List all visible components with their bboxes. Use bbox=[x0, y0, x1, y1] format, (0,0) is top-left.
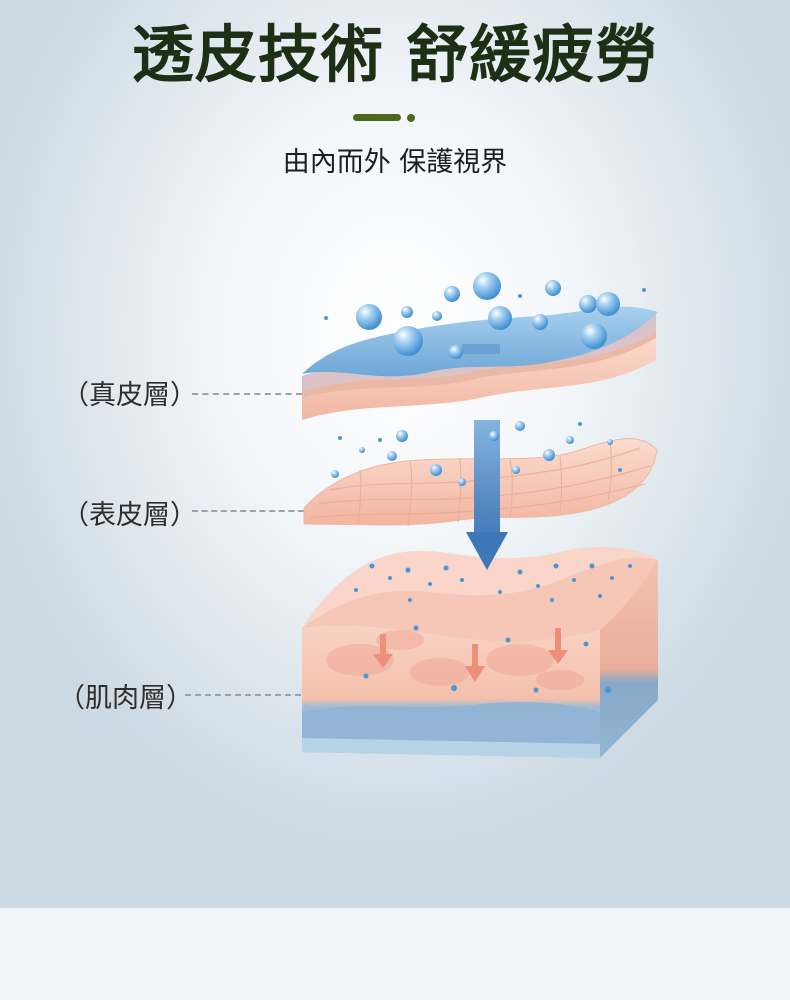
page-subtitle: 由內而外 保護視界 bbox=[282, 147, 508, 178]
leader-dermis bbox=[192, 393, 302, 395]
title-accent-dot bbox=[407, 114, 415, 122]
skin-layers-diagram bbox=[302, 272, 658, 758]
down-arrow-icon bbox=[373, 628, 568, 682]
leader-muscle bbox=[185, 694, 301, 696]
footer-band bbox=[0, 908, 790, 1000]
label-epidermis: （表皮層） bbox=[62, 500, 197, 531]
label-muscle: （肌肉層） bbox=[58, 683, 193, 714]
page-title: 透皮技術 舒緩疲勞 bbox=[131, 18, 659, 91]
water-droplet-icon bbox=[331, 272, 620, 486]
dermis-sheet bbox=[302, 306, 658, 420]
label-dermis: （真皮層） bbox=[62, 380, 197, 411]
water-particles bbox=[324, 288, 646, 693]
leader-epidermis bbox=[192, 510, 304, 512]
title-accent-line bbox=[353, 114, 401, 121]
tissue-block bbox=[302, 546, 658, 758]
hero-panel: 透皮技術 舒緩疲勞 由內而外 保護視界 （真皮層） （表皮層） （肌肉層） bbox=[0, 0, 790, 908]
